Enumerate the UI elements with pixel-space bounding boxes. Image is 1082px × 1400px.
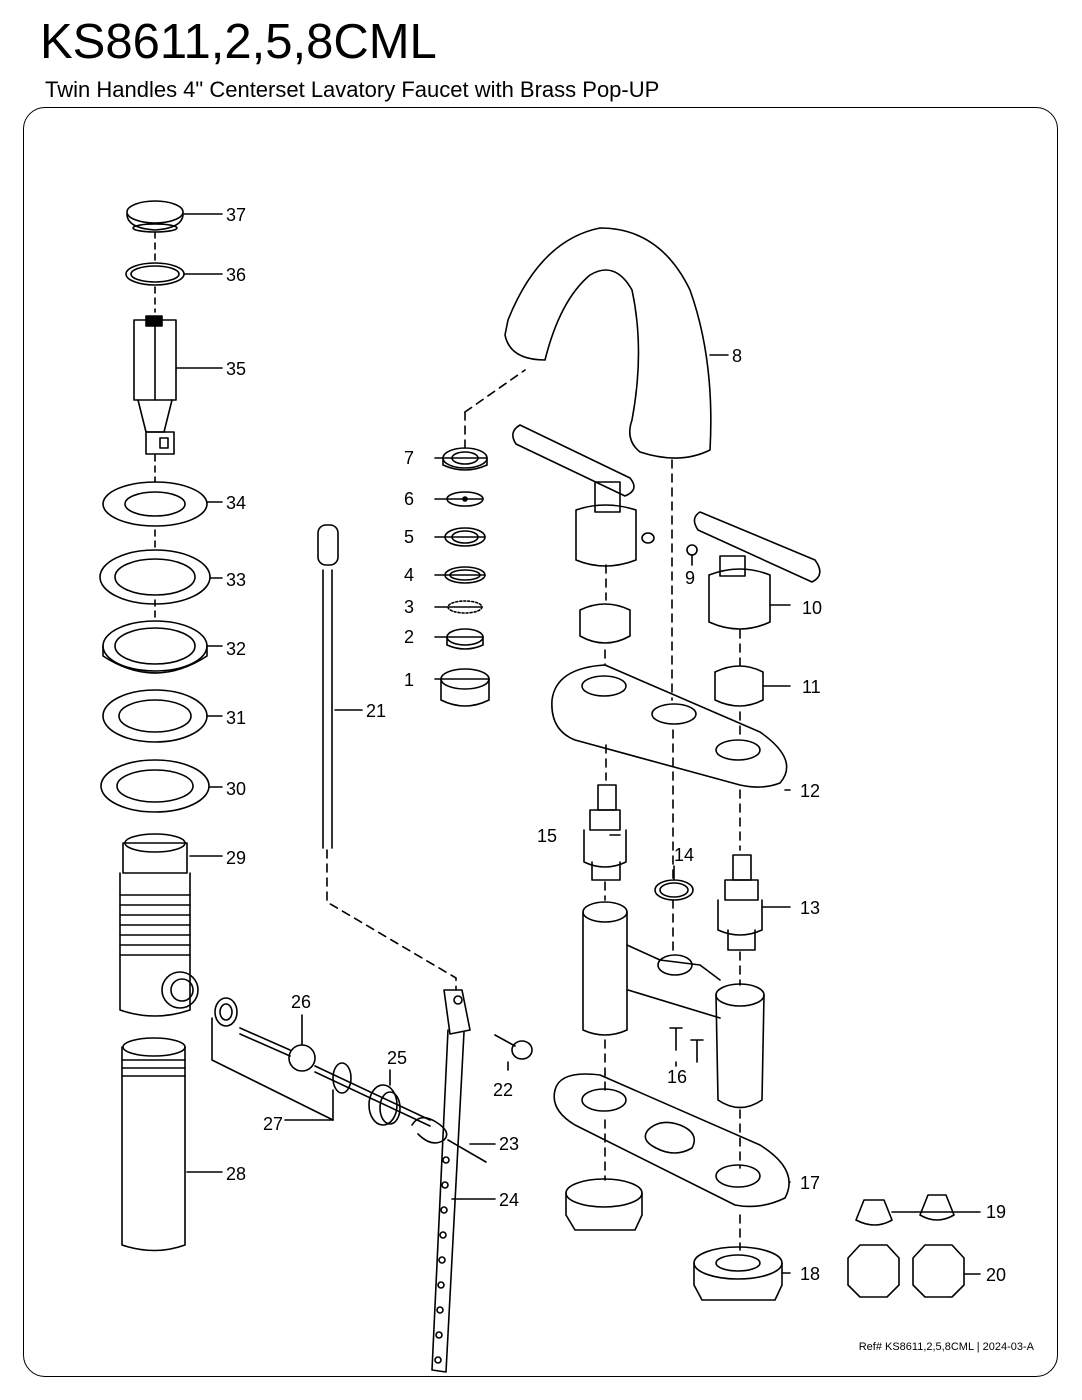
part-14-o-ring: [654, 879, 694, 901]
part-12-escutcheon-plate: [551, 664, 788, 788]
label-7: 7: [404, 448, 414, 468]
part-35-stopper-rod: [133, 315, 177, 455]
part-36-o-ring: [125, 262, 185, 286]
label-17: 17: [800, 1173, 820, 1193]
label-5: 5: [404, 527, 414, 547]
label-35: 35: [226, 359, 246, 379]
label-2: 2: [404, 627, 414, 647]
label-22: 22: [493, 1080, 513, 1100]
diagram-frame: [23, 107, 1058, 1377]
part-2-insert: [446, 628, 484, 650]
label-10: 10: [802, 598, 822, 618]
part-21-lift-rod: [317, 524, 339, 849]
label-19: 19: [986, 1202, 1006, 1222]
label-29: 29: [226, 848, 246, 868]
part-11-bonnet-nut: [579, 603, 764, 707]
part-18-mounting-nuts: [565, 1178, 783, 1301]
part-7-washer: [442, 447, 488, 471]
label-16: 16: [667, 1067, 687, 1087]
part-30-washer: [100, 759, 210, 813]
label-21: 21: [366, 701, 386, 721]
label-34: 34: [226, 493, 246, 513]
label-1: 1: [404, 670, 414, 690]
label-31: 31: [226, 708, 246, 728]
part-25-pivot-nut: [368, 1084, 401, 1126]
part-15-cartridge-left: [583, 784, 627, 881]
label-15: 15: [537, 826, 557, 846]
label-12: 12: [800, 781, 820, 801]
part-31-washer: [102, 689, 208, 743]
label-20: 20: [986, 1265, 1006, 1285]
part-13-cartridge-right: [717, 854, 763, 951]
part-29-drain-body: [119, 833, 199, 1017]
label-3: 3: [404, 597, 414, 617]
part-19-ferrules: [855, 1194, 955, 1226]
part-34-flange: [102, 481, 208, 527]
part-23-spring-clip: [411, 1116, 487, 1163]
valve-body: [582, 901, 765, 1109]
label-11: 11: [802, 677, 821, 697]
label-25: 25: [387, 1048, 407, 1068]
part-10-handle-right: [686, 511, 821, 630]
label-32: 32: [226, 639, 246, 659]
label-26: 26: [291, 992, 311, 1012]
label-13: 13: [800, 898, 820, 918]
part-17-base-plate: [553, 1073, 790, 1208]
part-33-gasket: [99, 549, 211, 605]
label-9: 9: [685, 568, 695, 588]
reference-code: Ref# KS8611,2,5,8CML | 2024-03-A: [858, 1341, 1034, 1353]
label-28: 28: [226, 1164, 246, 1184]
part-32-washer: [102, 620, 208, 674]
label-6: 6: [404, 489, 414, 509]
part-8-spout: [504, 227, 712, 459]
label-24: 24: [499, 1190, 519, 1210]
label-8: 8: [732, 346, 742, 366]
label-37: 37: [226, 205, 246, 225]
label-33: 33: [226, 570, 246, 590]
part-1-aerator-housing: [440, 668, 490, 707]
label-18: 18: [800, 1264, 820, 1284]
part-37-stopper-cap: [126, 200, 184, 233]
part-20-coupling-nuts: [847, 1244, 965, 1298]
model-number-title: KS8611,2,5,8CML: [40, 15, 437, 69]
part-10-handle-left: [512, 424, 655, 567]
label-23: 23: [499, 1134, 519, 1154]
product-subtitle: Twin Handles 4" Centerset Lavatory Fauce…: [45, 77, 660, 102]
label-36: 36: [226, 265, 246, 285]
label-30: 30: [226, 779, 246, 799]
part-22-screw: [494, 1034, 533, 1060]
part-16-screws: [669, 1027, 704, 1063]
part-28-tailpiece: [121, 1037, 186, 1252]
label-4: 4: [404, 565, 414, 585]
part-24-strap: [431, 989, 471, 1373]
label-27: 27: [263, 1114, 283, 1134]
label-14: 14: [674, 845, 694, 865]
